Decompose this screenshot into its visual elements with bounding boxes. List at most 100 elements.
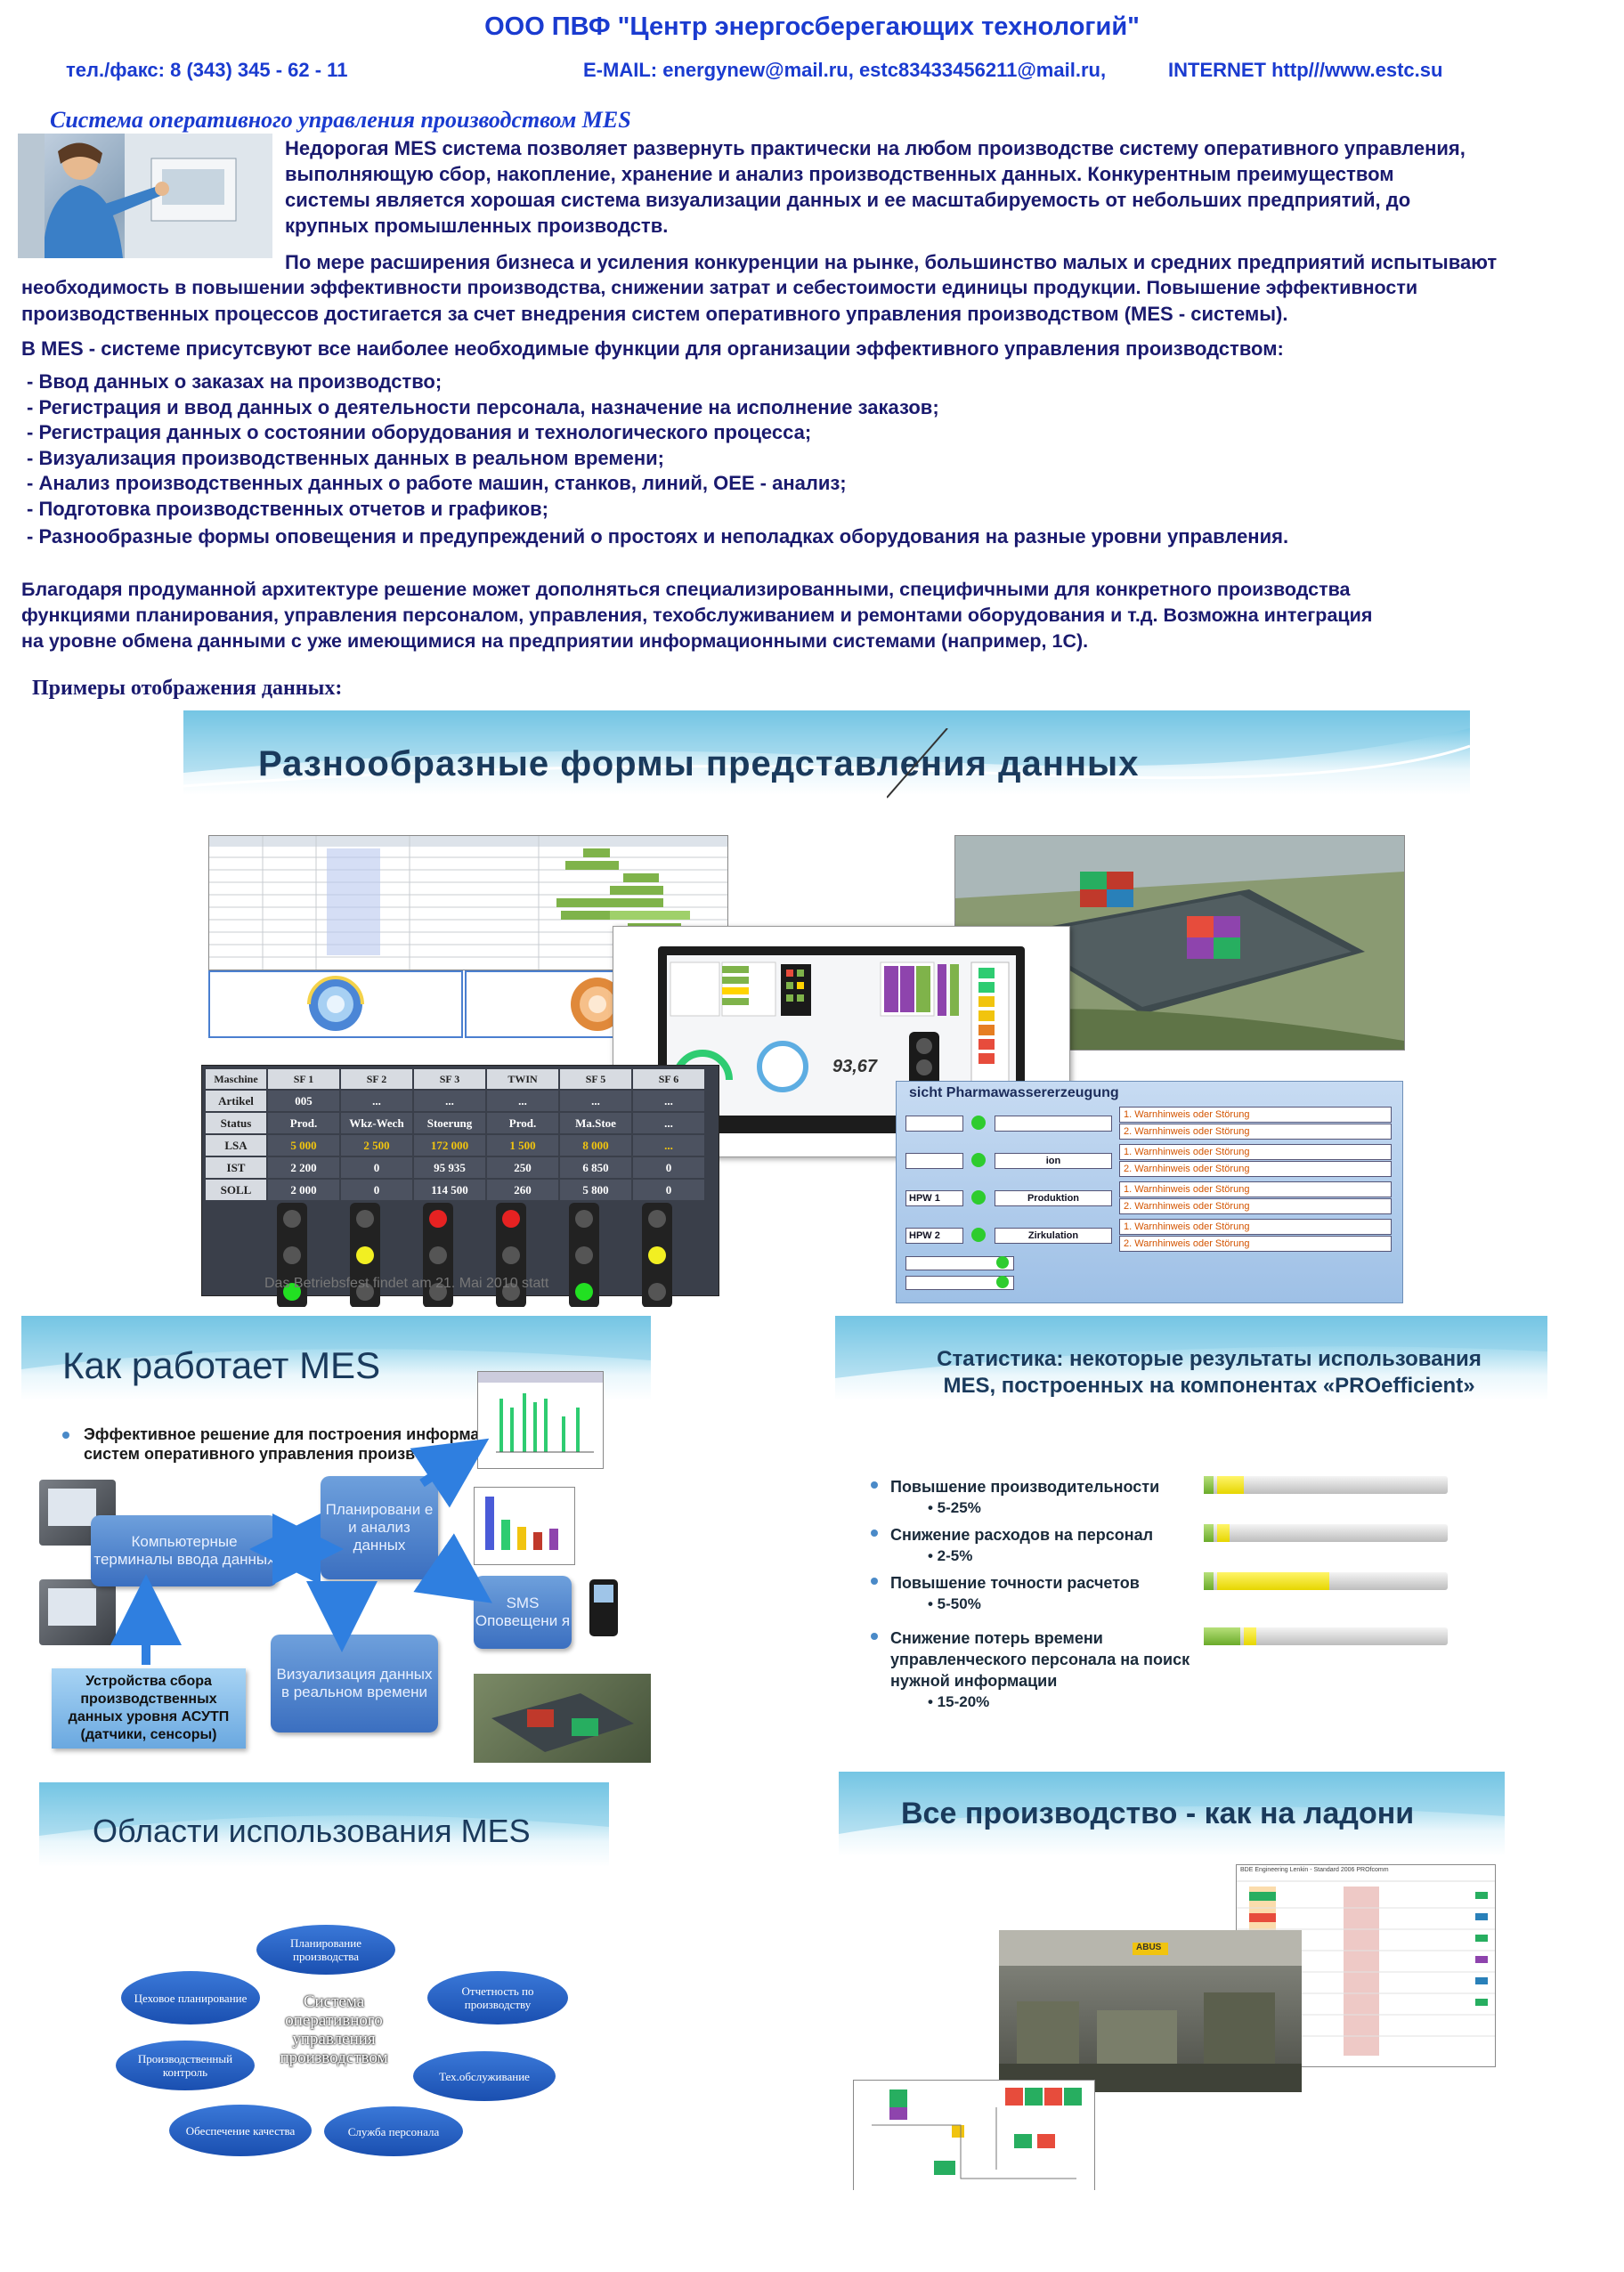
intro-paragraph-2-line-1: По мере расширения бизнеса и усиления ко… <box>285 251 1498 273</box>
stat-label: Снижение расходов на персонал <box>890 1526 1154 1544</box>
status-footer-text: Das Betriebsfest findet am 21. Mai 2010 … <box>264 1276 549 1291</box>
list-item: - Регистрация данных о состоянии оборудо… <box>27 421 812 443</box>
stat-label: Снижение потерь времени управленческого … <box>890 1629 1190 1690</box>
table-header-cell: SF 6 <box>633 1069 704 1089</box>
area-quality: Обеспечение качества <box>169 2105 312 2156</box>
table-cell: SOLL <box>206 1180 266 1200</box>
area-staff: Служба персонала <box>324 2106 463 2156</box>
table-cell: 6 850 <box>560 1157 631 1178</box>
list-item: - Разнообразные формы оповещения и преду… <box>27 525 1289 548</box>
table-header-cell: SF 1 <box>268 1069 339 1089</box>
stats-list: Повышение производительности• 5-25%Сниже… <box>835 1316 1547 1747</box>
stat-bar-track <box>1204 1476 1448 1494</box>
slide-how-mes-works: Как работает MES Эффективное решение для… <box>21 1316 651 1768</box>
slide-banner <box>835 1316 1547 1400</box>
scada-message: 1. Warnhinweis oder Störung <box>1119 1107 1392 1123</box>
scada-message: 2. Warnhinweis oder Störung <box>1119 1198 1392 1214</box>
table-cell: 2 000 <box>268 1180 339 1200</box>
area-maintenance: Тех.обслуживание <box>413 2051 556 2101</box>
status-led <box>971 1116 986 1130</box>
flow-arrows <box>110 1438 492 1665</box>
list-item: - Анализ производственных данных о работ… <box>27 472 847 494</box>
functions-list: - Ввод данных о заказах на производство;… <box>27 369 1288 550</box>
website-link[interactable]: INTERNET http///www.estc.su <box>1168 59 1443 81</box>
stat-label: Повышение точности расчетов <box>890 1574 1140 1592</box>
table-cell: 8 000 <box>560 1135 631 1156</box>
traffic-lights-row <box>268 1203 713 1307</box>
company-name: ООО ПВФ "Центр энергосберегающих техноло… <box>484 12 1140 41</box>
table-header-cell: Maschine <box>206 1069 266 1089</box>
table-cell: 114 500 <box>414 1180 485 1200</box>
terminal-device <box>39 1579 116 1645</box>
bullet-dot <box>871 1633 878 1640</box>
stat-bar-yellow <box>1217 1524 1230 1542</box>
table-cell: 250 <box>487 1157 558 1178</box>
slide-title: Как работает MES <box>62 1344 381 1386</box>
stat-label: Повышение производительности <box>890 1478 1160 1496</box>
table-cell: Status <box>206 1113 266 1133</box>
scada-row-label: HPW 2 <box>905 1228 963 1244</box>
area-shop-planning: Цеховое планирование <box>121 1971 260 2025</box>
stat-bar-green <box>1204 1524 1214 1542</box>
status-led <box>996 1256 1009 1269</box>
bullet-dot <box>62 1432 69 1439</box>
table-cell: 172 000 <box>414 1135 485 1156</box>
intro-paragraph-2-line-3: производственных процессов достигается з… <box>21 303 1288 325</box>
bullet-dot <box>871 1578 878 1585</box>
stat-bar-yellow <box>1244 1627 1256 1645</box>
stat-bar-track <box>1204 1524 1448 1542</box>
area-control: Производственный контроль <box>116 2041 255 2090</box>
scada-message: 2. Warnhinweis oder Störung <box>1119 1161 1392 1177</box>
table-cell: Stoerung <box>414 1113 485 1133</box>
traffic-light <box>423 1203 453 1307</box>
status-led <box>971 1153 986 1167</box>
slide-title: Области использования MES <box>93 1813 531 1849</box>
scada-row-state: Produktion <box>995 1190 1112 1206</box>
list-item: - Ввод данных о заказах на производство; <box>27 370 443 393</box>
list-item: - Регистрация и ввод данных о деятельнос… <box>27 395 939 418</box>
table-cell: Prod. <box>268 1113 339 1133</box>
slide-banner <box>839 1772 1505 1856</box>
table-cell: ... <box>414 1091 485 1111</box>
table-header-cell: SF 2 <box>341 1069 412 1089</box>
bullet-dot <box>871 1530 878 1537</box>
table-cell: 5 800 <box>560 1180 631 1200</box>
architecture-paragraph: Благодаря продуманной архитектуре решени… <box>21 579 1373 652</box>
stat-value: • 5-50% <box>928 1595 981 1612</box>
list-item: - Подготовка производственных отчетов и … <box>27 497 549 520</box>
stat-bar-green <box>1204 1572 1214 1590</box>
traffic-light <box>277 1203 307 1307</box>
slide-banner <box>39 1782 609 1867</box>
center-label: Система оперативного управления производ… <box>280 1992 388 2067</box>
stat-value: • 15-20% <box>928 1693 990 1710</box>
slide-title: Все производство - как на ладони <box>901 1797 1415 1830</box>
table-cell: 5 000 <box>268 1135 339 1156</box>
gauge-readout: 93,67 <box>832 1057 878 1076</box>
traffic-light <box>496 1203 526 1307</box>
intro-paragraph-2-line-2: необходимость в повышении эффективности … <box>21 277 1418 298</box>
hall-sign: ABUS <box>1136 1943 1162 1952</box>
slide-title: Статистика: некоторые результаты использ… <box>937 1347 1482 1398</box>
slide-whole-production: Все производство - как на ладони BDE Eng… <box>839 1772 1505 2190</box>
table-cell: 2 200 <box>268 1157 339 1178</box>
table-cell: ... <box>560 1091 631 1111</box>
table-cell: 1 500 <box>487 1135 558 1156</box>
slide-banner <box>183 710 1470 795</box>
table-cell: 0 <box>341 1157 412 1178</box>
section-title: Система оперативного управления производ… <box>50 107 631 133</box>
floor-plan-screenshot <box>853 2080 1095 2190</box>
traffic-light <box>350 1203 380 1307</box>
table-cell: ... <box>633 1091 704 1111</box>
table-cell: 2 500 <box>341 1135 412 1156</box>
area-reporting: Отчетность по производству <box>427 1971 568 2025</box>
table-cell: IST <box>206 1157 266 1178</box>
email-contacts[interactable]: E-MAIL: energynew@mail.ru, estc834334562… <box>583 59 1107 81</box>
examples-heading: Примеры отображения данных: <box>32 677 343 700</box>
scada-message: 1. Warnhinweis oder Störung <box>1119 1181 1392 1197</box>
scada-row-state: ion <box>995 1153 1112 1169</box>
scada-title: sicht Pharmawassererzeugung <box>909 1085 1119 1100</box>
